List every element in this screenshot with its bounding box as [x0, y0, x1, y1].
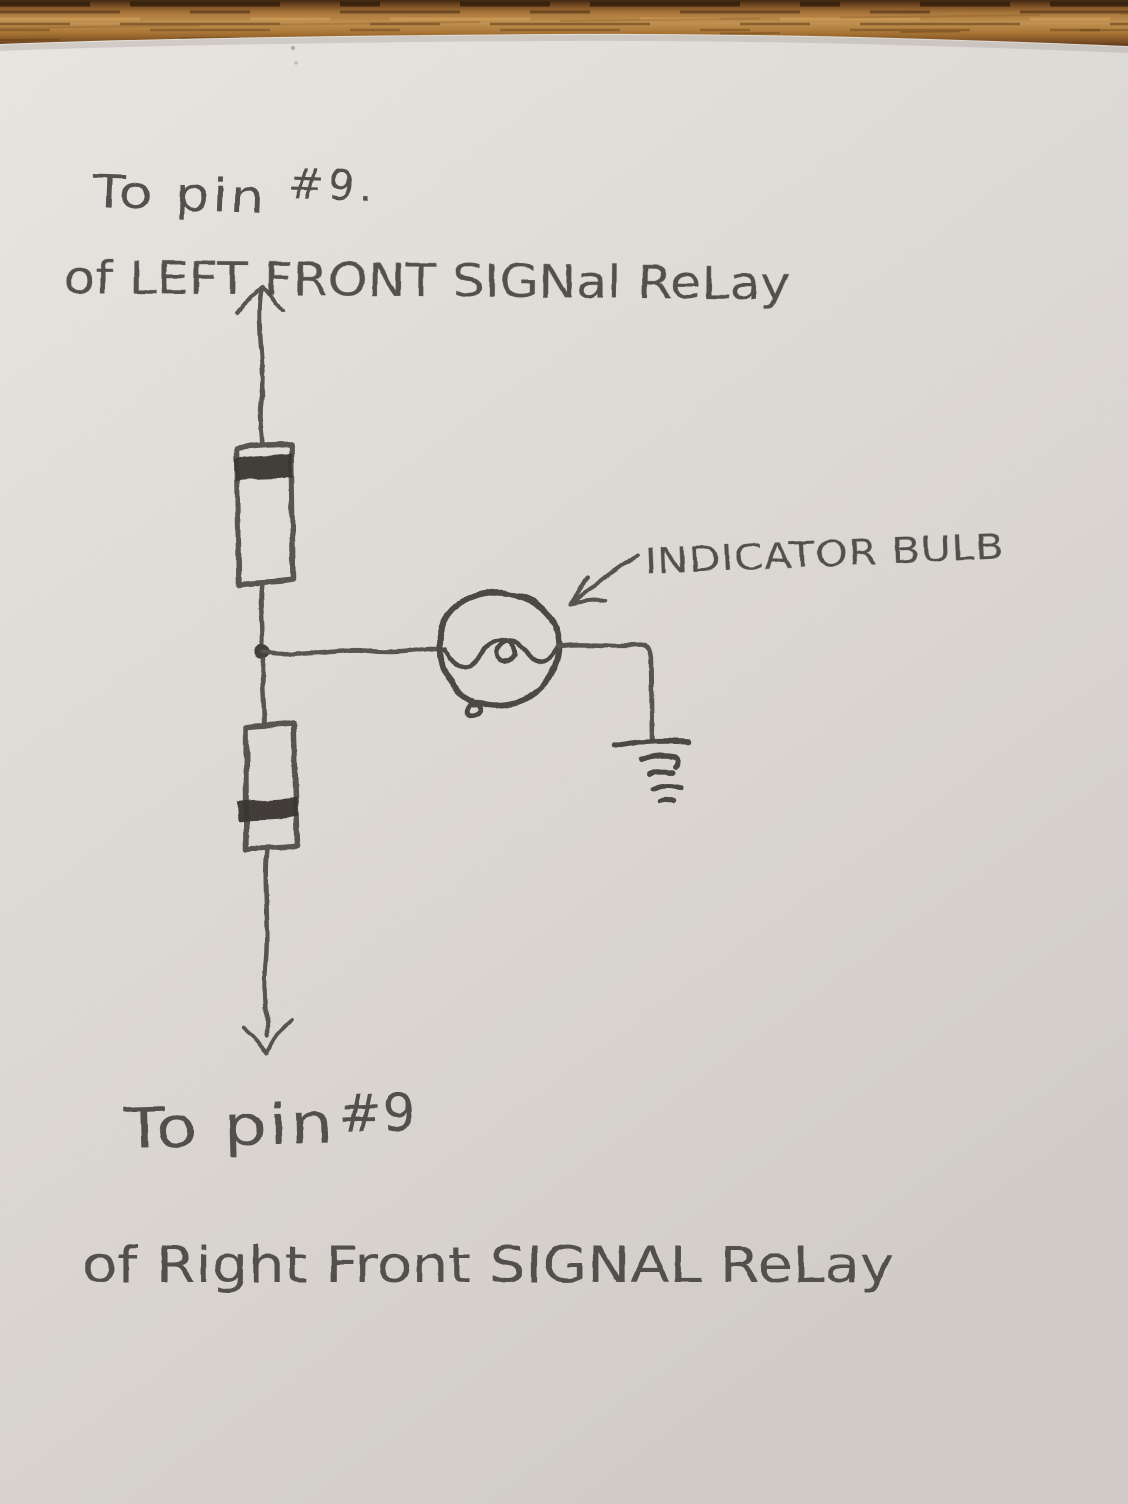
- ground-bar: [611, 738, 692, 749]
- down-arrow: [242, 846, 293, 1054]
- pencil-specks: [291, 46, 298, 65]
- ground-symbol: [611, 738, 692, 804]
- ground-dash: [657, 796, 677, 804]
- schematic-drawing: [234, 285, 692, 1054]
- bulb-filament: [442, 637, 561, 669]
- up-arrowhead: [235, 285, 285, 315]
- diode-bottom-band: [238, 797, 298, 822]
- wood-table-background: [0, 0, 1128, 53]
- paper-texture: [0, 30, 1128, 1504]
- top-label-line2: of LEFT FRONT SIGNal ReLay: [64, 251, 790, 310]
- paper-edge-shadow: [0, 34, 1128, 53]
- ground-dash: [638, 753, 682, 770]
- top-label-line1: To pin: [90, 164, 268, 224]
- ground-dash: [650, 783, 683, 792]
- bottom-connection-label: To pin #9 of Right Front SIGNAL ReLay: [82, 1083, 894, 1294]
- wire-junction-to-bulb: [260, 646, 448, 657]
- down-arrowhead: [242, 1017, 293, 1054]
- bottom-label-pin-number: #9: [338, 1083, 418, 1145]
- bulb-envelope: [436, 589, 563, 709]
- diode-top: [234, 441, 296, 588]
- wood-grain-streak: [0, 13, 1128, 29]
- bulb-pigtail: [464, 699, 484, 718]
- top-label-pin-number: #9.: [288, 159, 378, 211]
- up-arrow: [235, 285, 285, 449]
- indicator-bulb-symbol: [436, 589, 563, 718]
- wire-junction-to-diode-bottom: [260, 657, 267, 726]
- diode-top-band: [235, 453, 293, 481]
- bottom-label-line1: To pin: [121, 1091, 336, 1162]
- wire-bulb-to-ground: [555, 642, 655, 742]
- diode-bottom: [238, 720, 300, 852]
- bulb-envelope-overlap: [513, 592, 547, 613]
- bottom-label-line2: of Right Front SIGNAL ReLay: [82, 1236, 894, 1294]
- bulb-pointer-arrowhead: [569, 575, 608, 606]
- ground-dash: [646, 768, 676, 777]
- top-connection-label: To pin #9. of LEFT FRONT SIGNal ReLay: [64, 159, 790, 310]
- wire-top-to-junction: [258, 581, 265, 651]
- bulb-pointer-arrow: [569, 554, 639, 606]
- handwritten-labels: To pin #9. of LEFT FRONT SIGNal ReLay IN…: [64, 159, 1005, 1294]
